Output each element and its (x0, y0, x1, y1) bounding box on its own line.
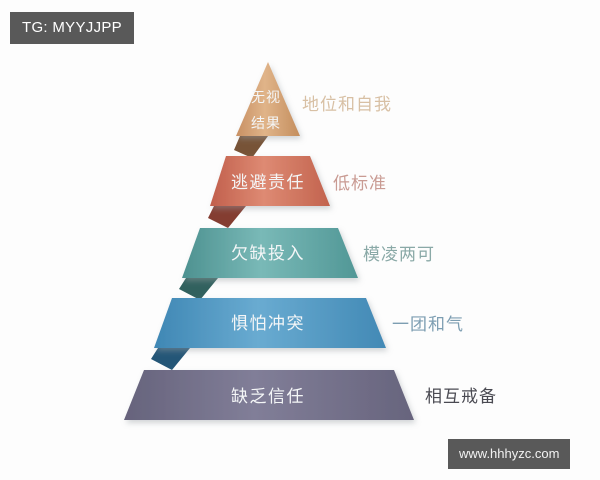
tier-4-side-label: 一团和气 (392, 315, 464, 335)
pyramid-tier-2[interactable]: 逃避责任 低标准 (208, 156, 387, 228)
tier-2-side-label: 低标准 (333, 174, 387, 194)
tier-5-shape (124, 370, 414, 420)
tier-5-label: 缺乏信任 (231, 387, 305, 407)
tier-1-label-line-1: 无视 (251, 90, 281, 106)
tier-3-shape (182, 228, 358, 278)
tier-1-label-line-2: 结果 (251, 116, 281, 132)
tier-1-fold (234, 136, 268, 158)
tier-5-side-label: 相互戒备 (425, 387, 497, 407)
tier-3-side-label: 模凌两可 (363, 245, 435, 265)
tier-4-fold (151, 348, 190, 370)
tier-2-fold (208, 206, 246, 228)
pyramid-tier-4[interactable]: 惧怕冲突 一团和气 (151, 298, 464, 370)
tier-3-fold (179, 278, 218, 300)
tier-3-label: 欠缺投入 (231, 244, 305, 264)
pyramid-tier-5[interactable]: 缺乏信任 相互戒备 (124, 370, 497, 420)
tier-4-label: 惧怕冲突 (231, 314, 305, 334)
tier-2-label: 逃避责任 (231, 173, 305, 193)
tier-1-shape (236, 62, 300, 136)
pyramid-tier-3[interactable]: 欠缺投入 模凌两可 (179, 228, 435, 300)
tier-1-side-label: 地位和自我 (302, 95, 392, 115)
tier-2-shape (210, 156, 330, 206)
site-watermark: www.hhhyzc.com (448, 439, 571, 469)
tier-4-shape (154, 298, 386, 348)
tg-badge: TG: MYYJJPP (10, 12, 134, 44)
pyramid-tier-1[interactable]: 无视 结果 地位和自我 (234, 62, 392, 158)
